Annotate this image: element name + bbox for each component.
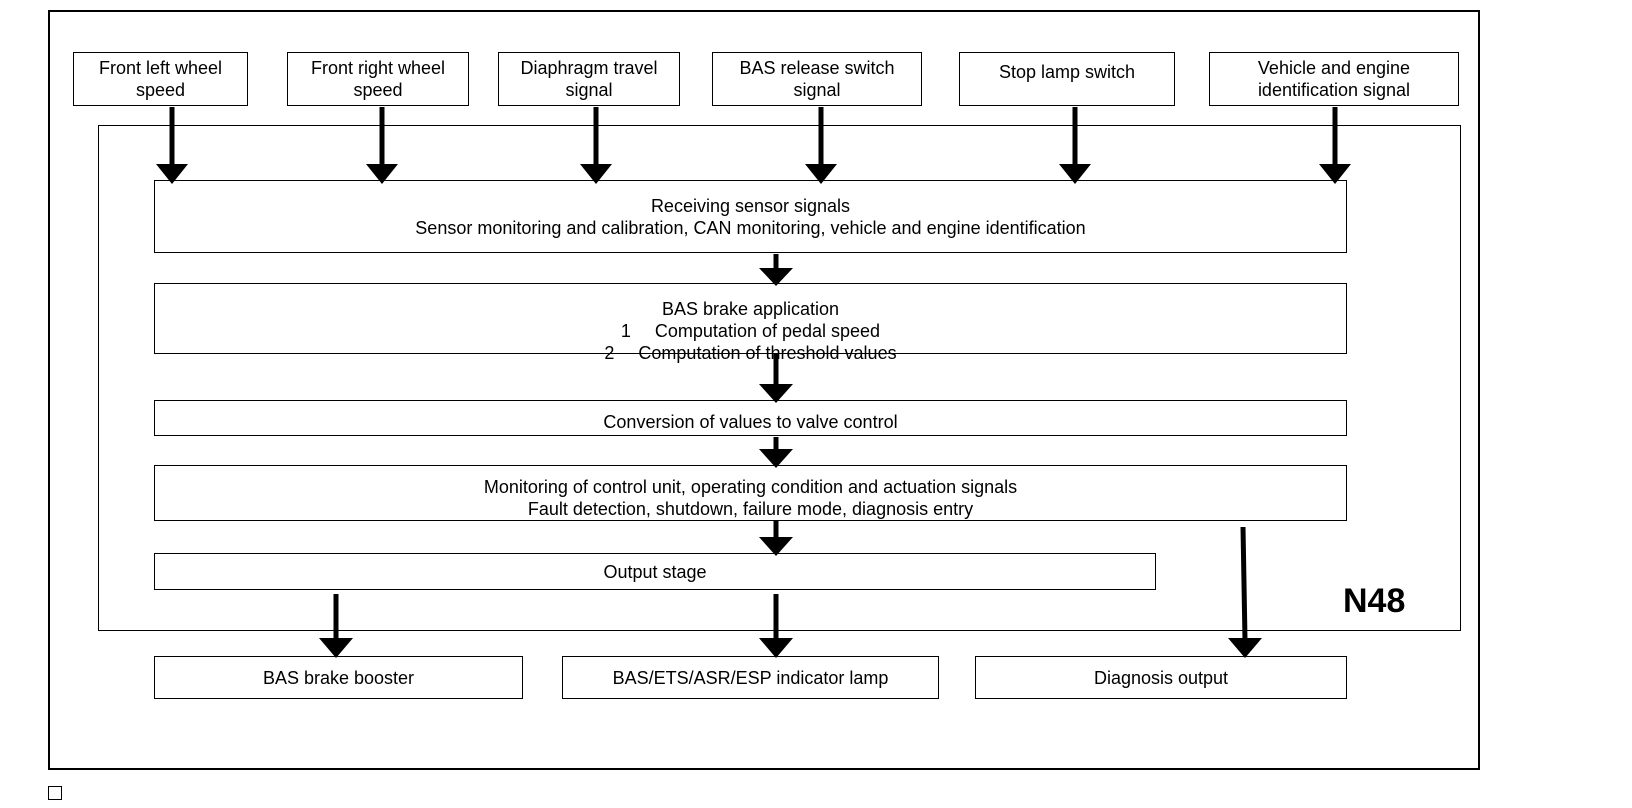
corner-marker xyxy=(48,786,62,800)
output-diagnosis: Diagnosis output xyxy=(975,656,1347,699)
input-label: identification signal xyxy=(1257,80,1411,100)
arrowhead xyxy=(759,638,793,658)
input-front-left-wheel-speed: Front left wheel speed xyxy=(73,52,248,106)
input-label: speed xyxy=(353,80,403,100)
bas-brake-application-box: BAS brake application 1 Computation of pe… xyxy=(154,283,1347,363)
input-label: Vehicle and engine xyxy=(1257,58,1411,78)
arrowhead xyxy=(759,537,793,556)
input-front-right-wheel-speed: Front right wheel speed xyxy=(287,52,469,106)
input-label: Front right wheel xyxy=(310,58,446,78)
arrowhead xyxy=(319,638,353,658)
monitoring-box: Monitoring of control unit, operating co… xyxy=(154,465,1347,521)
input-label: Front left wheel xyxy=(98,58,223,78)
input-label: speed xyxy=(135,80,186,100)
receiving-sensor-signals-box: Receiving sensor signals Sensor monitori… xyxy=(154,180,1347,253)
monitoring-title: Monitoring of control unit, operating co… xyxy=(483,477,1018,497)
arrowhead xyxy=(805,164,837,184)
arrowhead xyxy=(580,164,612,184)
input-diaphragm-travel-signal: Diaphragm travel signal xyxy=(498,52,680,106)
arrowhead xyxy=(156,164,188,184)
input-label: signal xyxy=(565,80,613,100)
conversion-title: Conversion of values to valve control xyxy=(603,412,898,432)
output-indicator-lamp: BAS/ETS/ASR/ESP indicator lamp xyxy=(562,656,939,699)
output-stage-box: Output stage xyxy=(154,553,1156,590)
output-bas-brake-booster: BAS brake booster xyxy=(154,656,523,699)
arrowhead xyxy=(1228,638,1262,658)
bas-item-2-text: Computation of threshold values xyxy=(638,343,897,363)
arrowhead xyxy=(1319,164,1351,184)
bas-item-2-number: 2 xyxy=(604,343,615,363)
arrowhead xyxy=(759,268,793,286)
output-label: BAS/ETS/ASR/ESP indicator lamp xyxy=(612,667,889,688)
arrowhead xyxy=(366,164,398,184)
input-label: Stop lamp switch xyxy=(998,62,1136,82)
input-stop-lamp-switch: Stop lamp switch xyxy=(959,52,1175,106)
arrowhead xyxy=(759,384,793,403)
diagram-frame xyxy=(48,10,1480,770)
arrowhead xyxy=(759,449,793,468)
arrow-to-diagnosis-output xyxy=(1240,526,1248,641)
n48-control-unit xyxy=(98,125,1461,631)
receiving-title: Receiving sensor signals xyxy=(650,196,851,216)
module-label-n48: N48 xyxy=(1343,582,1406,620)
bas-item-1-number: 1 xyxy=(620,321,631,341)
receiving-detail: Sensor monitoring and calibration, CAN m… xyxy=(415,218,1086,238)
input-bas-release-switch-signal: BAS release switch signal xyxy=(712,52,922,106)
output-stage-title: Output stage xyxy=(603,561,707,582)
input-vehicle-engine-identification: Vehicle and engine identification signal xyxy=(1209,52,1459,106)
bas-title: BAS brake application xyxy=(661,299,840,319)
conversion-box: Conversion of values to valve control xyxy=(154,400,1347,436)
input-label: BAS release switch xyxy=(739,58,895,78)
output-label: BAS brake booster xyxy=(262,667,415,688)
bas-item-1-text: Computation of pedal speed xyxy=(654,321,881,341)
bas-item-1: 1 Computation of pedal speed xyxy=(621,320,880,342)
bas-item-2: 2 Computation of threshold values xyxy=(604,342,896,364)
input-label: Diaphragm travel xyxy=(520,58,658,78)
input-label: signal xyxy=(793,80,841,100)
monitoring-detail: Fault detection, shutdown, failure mode,… xyxy=(527,499,974,519)
arrowhead xyxy=(1059,164,1091,184)
output-label: Diagnosis output xyxy=(1093,667,1229,688)
